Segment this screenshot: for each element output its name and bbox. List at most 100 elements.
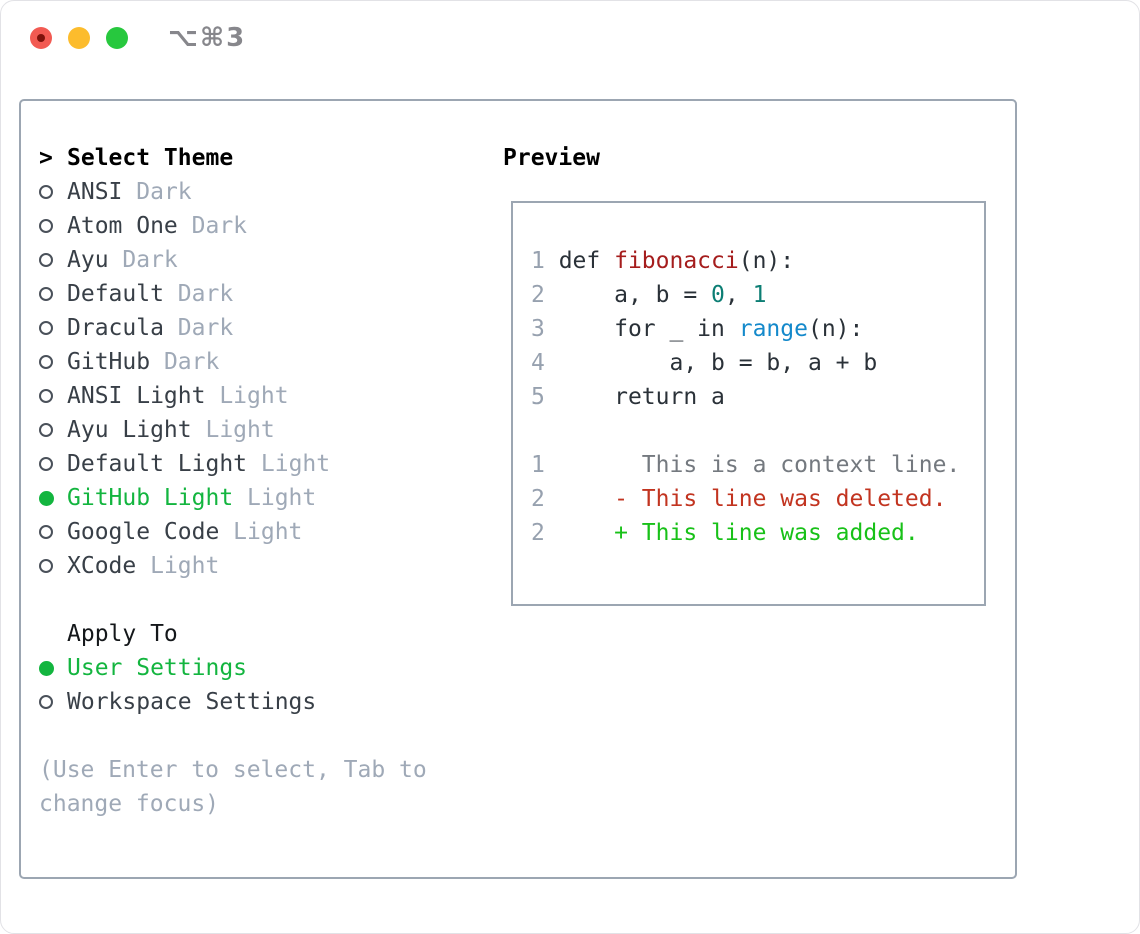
- hint-line-2: change focus): [39, 791, 220, 817]
- theme-name: ANSI: [67, 179, 137, 205]
- radio-icon: [39, 457, 67, 471]
- theme-name: Ayu: [67, 247, 123, 273]
- theme-name: Dracula: [67, 315, 178, 341]
- code-segment: This is a context line.: [558, 452, 961, 478]
- theme-option[interactable]: Ayu Light Light: [39, 413, 427, 447]
- code-segment: (n):: [807, 316, 864, 342]
- hint-line-1: (Use Enter to select, Tab to: [39, 757, 427, 783]
- theme-name: GitHub Light: [67, 485, 248, 511]
- theme-variant-label: Dark: [136, 179, 192, 205]
- code-segment: - This line was deleted.: [558, 486, 947, 512]
- window-title: ⌥⌘3: [168, 23, 247, 53]
- radio-circle: [39, 525, 53, 539]
- apply-to-title: Apply To: [67, 621, 178, 647]
- code-line: 2 - This line was deleted.: [531, 482, 984, 516]
- theme-option[interactable]: Atom One Dark: [39, 209, 427, 243]
- theme-option[interactable]: Dracula Dark: [39, 311, 427, 345]
- code-line: 3 for _ in range(n):: [531, 312, 984, 346]
- theme-option[interactable]: XCode Light: [39, 549, 427, 583]
- theme-variant-label: Dark: [191, 213, 248, 239]
- theme-option[interactable]: Default Dark: [39, 277, 427, 311]
- code-segment: (n):: [738, 248, 795, 274]
- theme-name: Default: [67, 281, 178, 307]
- titlebar: ⌥⌘3: [1, 1, 1139, 76]
- minimize-button[interactable]: [68, 27, 90, 49]
- line-number: 2: [531, 520, 559, 546]
- radio-circle: [39, 185, 53, 199]
- theme-variant-label: Dark: [177, 315, 234, 341]
- spacer-row: [39, 583, 427, 617]
- radio-circle: [39, 423, 53, 437]
- radio-circle: [39, 321, 53, 335]
- theme-option[interactable]: ANSI Light Light: [39, 379, 427, 413]
- radio-circle: [39, 457, 53, 471]
- theme-name: Default Light: [67, 451, 261, 477]
- theme-name: ANSI Light: [67, 383, 220, 409]
- apply-to-option[interactable]: User Settings: [39, 651, 427, 685]
- theme-option[interactable]: GitHub Light Light: [39, 481, 427, 515]
- code-segment: 1: [752, 282, 767, 308]
- radio-selected-icon: [39, 660, 67, 676]
- apply-to-option-label: Workspace Settings: [67, 689, 317, 715]
- radio-circle: [39, 389, 53, 403]
- theme-option[interactable]: Google Code Light: [39, 515, 427, 549]
- code-segment: 0: [711, 282, 725, 308]
- theme-name: Ayu Light: [67, 417, 206, 443]
- radio-icon: [39, 185, 67, 199]
- code-line: [531, 414, 984, 448]
- code-segment: return a: [558, 384, 725, 410]
- code-segment: fibonacci: [614, 248, 739, 274]
- radio-icon: [39, 389, 67, 403]
- line-number: 4: [531, 350, 559, 376]
- radio-circle: [39, 219, 53, 233]
- theme-variant-label: Dark: [177, 281, 234, 307]
- radio-icon: [39, 287, 67, 301]
- theme-variant-label: Light: [219, 383, 289, 409]
- code-line: 4 a, b = b, a + b: [531, 346, 984, 380]
- code-line: 1 def fibonacci(n):: [531, 244, 984, 278]
- radio-icon: [39, 559, 67, 573]
- radio-icon: [39, 355, 67, 369]
- code-segment: ,: [724, 282, 753, 308]
- code-line: 2 + This line was added.: [531, 516, 984, 550]
- line-number: 2: [531, 282, 559, 308]
- line-number: 1: [531, 452, 559, 478]
- radio-circle: [39, 253, 53, 267]
- code-line: 1 This is a context line.: [531, 448, 984, 482]
- theme-variant-label: Light: [233, 519, 303, 545]
- radio-circle: [39, 490, 54, 506]
- theme-option[interactable]: GitHub Dark: [39, 345, 427, 379]
- radio-icon: [39, 695, 67, 709]
- spacer-row: [39, 719, 427, 753]
- theme-variant-label: Dark: [122, 247, 178, 273]
- code-segment: a, b = b, a + b: [558, 350, 878, 376]
- radio-circle: [39, 355, 53, 369]
- theme-option[interactable]: Default Light Light: [39, 447, 427, 481]
- cursor-icon: >: [39, 145, 53, 171]
- zoom-button[interactable]: [106, 27, 128, 49]
- code-segment: for _ in: [558, 316, 739, 342]
- theme-option[interactable]: Ayu Dark: [39, 243, 427, 277]
- radio-circle: [39, 695, 53, 709]
- code-segment: range: [738, 316, 808, 342]
- line-number: 2: [531, 486, 559, 512]
- radio-icon: [39, 423, 67, 437]
- radio-icon: [39, 321, 67, 335]
- apply-to-option[interactable]: Workspace Settings: [39, 685, 427, 719]
- code-segment: + This line was added.: [558, 520, 919, 546]
- theme-variant-label: Light: [247, 485, 317, 511]
- theme-option[interactable]: ANSI Dark: [39, 175, 427, 209]
- line-number: 3: [531, 316, 559, 342]
- radio-selected-icon: [39, 490, 67, 506]
- theme-variant-label: Dark: [163, 349, 220, 375]
- close-button[interactable]: [30, 27, 52, 49]
- theme-variant-label: Light: [260, 451, 331, 477]
- theme-name: XCode: [67, 553, 151, 579]
- code-line: 2 a, b = 0, 1: [531, 278, 984, 312]
